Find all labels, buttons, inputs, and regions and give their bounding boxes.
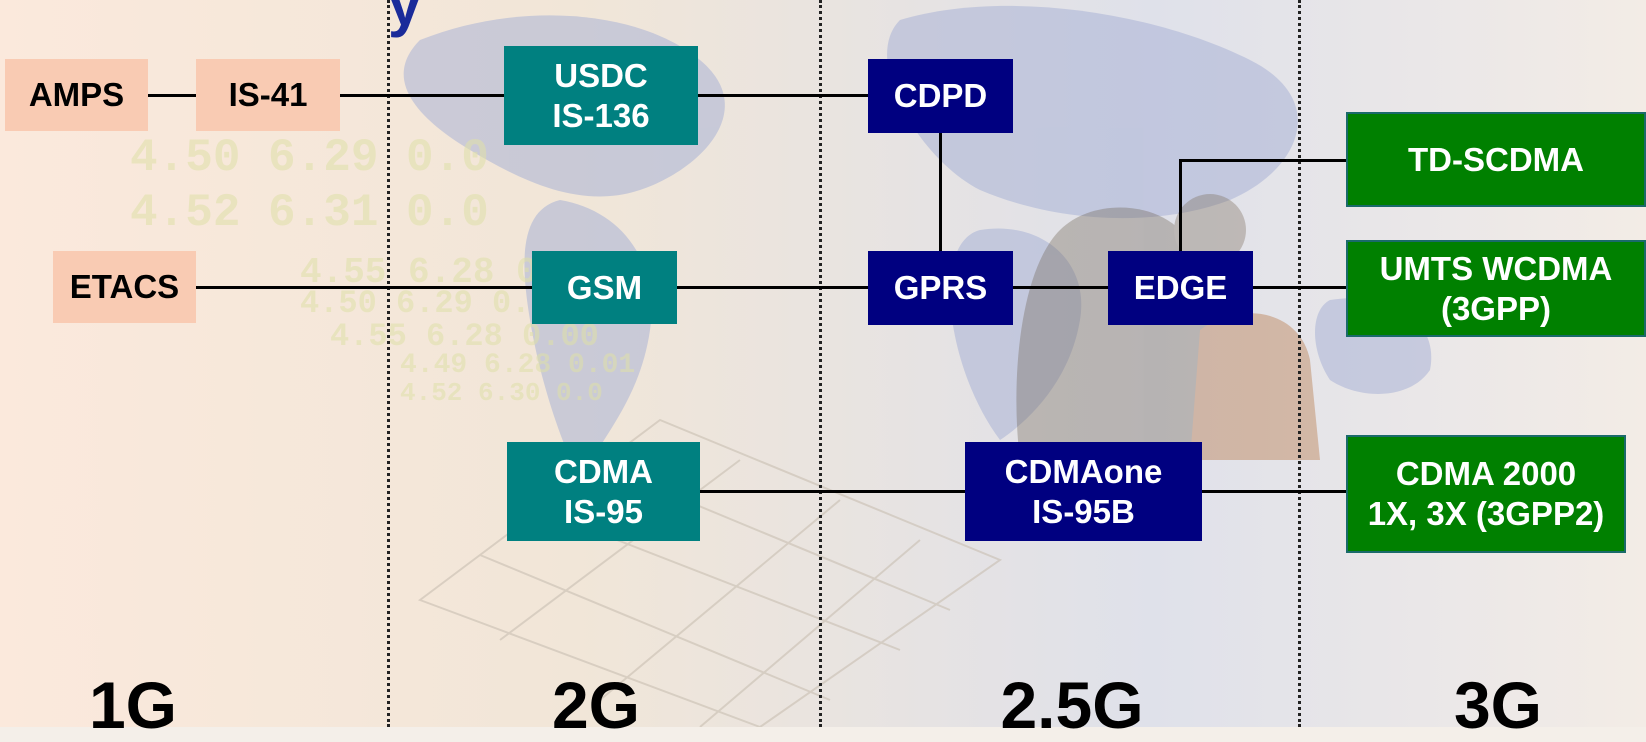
generation-label-2g: 2G — [551, 668, 641, 742]
connector-usdc-cdpd — [698, 94, 868, 97]
node-td-scdma: TD-SCDMA — [1346, 112, 1646, 207]
svg-text:4.49 6.28 0.01: 4.49 6.28 0.01 — [400, 350, 635, 381]
connector-etacs-gsm — [196, 286, 532, 289]
node-cdma2000: CDMA 2000 1X, 3X (3GPP2) — [1346, 435, 1626, 553]
separator-25g-3g — [1298, 0, 1301, 727]
connector-gprs-edge — [1013, 286, 1108, 289]
connector-edge-umts — [1253, 286, 1346, 289]
node-gprs: GPRS — [868, 251, 1013, 325]
svg-text:4.50 6.29 0.0: 4.50 6.29 0.0 — [130, 132, 489, 184]
svg-text:4.50 6.29 0.0: 4.50 6.29 0.0 — [300, 285, 550, 322]
title-fragment: y — [388, 0, 422, 38]
node-cdmaone-is95b: CDMAone IS-95B — [965, 442, 1202, 541]
connector-amps-is41 — [148, 94, 196, 97]
node-amps: AMPS — [5, 59, 148, 131]
connector-cdmaone-cdma2000 — [1202, 490, 1346, 493]
connector-edge-tdscdma-vertical — [1179, 160, 1182, 251]
node-etacs: ETACS — [53, 251, 196, 323]
connector-cdma-cdmaone — [700, 490, 965, 493]
generation-label-1g: 1G — [88, 668, 178, 742]
node-is41: IS-41 — [196, 59, 340, 131]
svg-text:4.52 6.31 0.0: 4.52 6.31 0.0 — [130, 187, 489, 239]
node-usdc-is136: USDC IS-136 — [504, 46, 698, 145]
generation-label-25g: 2.5G — [1000, 668, 1144, 742]
node-umts-wcdma: UMTS WCDMA (3GPP) — [1346, 240, 1646, 337]
svg-text:4.52 6.30 0.0: 4.52 6.30 0.0 — [400, 378, 603, 408]
separator-2g-25g — [819, 0, 822, 727]
connector-is41-usdc — [340, 94, 504, 97]
node-edge: EDGE — [1108, 251, 1253, 325]
node-cdpd: CDPD — [868, 59, 1013, 133]
node-gsm: GSM — [532, 251, 677, 324]
connector-edge-tdscdma — [1179, 159, 1346, 162]
svg-text:4.55 6.28 0.00: 4.55 6.28 0.00 — [330, 318, 599, 355]
connector-cdpd-gprs — [939, 133, 942, 251]
node-cdma-is95: CDMA IS-95 — [507, 442, 700, 541]
connector-gsm-gprs — [677, 286, 868, 289]
separator-1g-2g — [387, 0, 390, 727]
generation-label-3g: 3G — [1453, 668, 1543, 742]
